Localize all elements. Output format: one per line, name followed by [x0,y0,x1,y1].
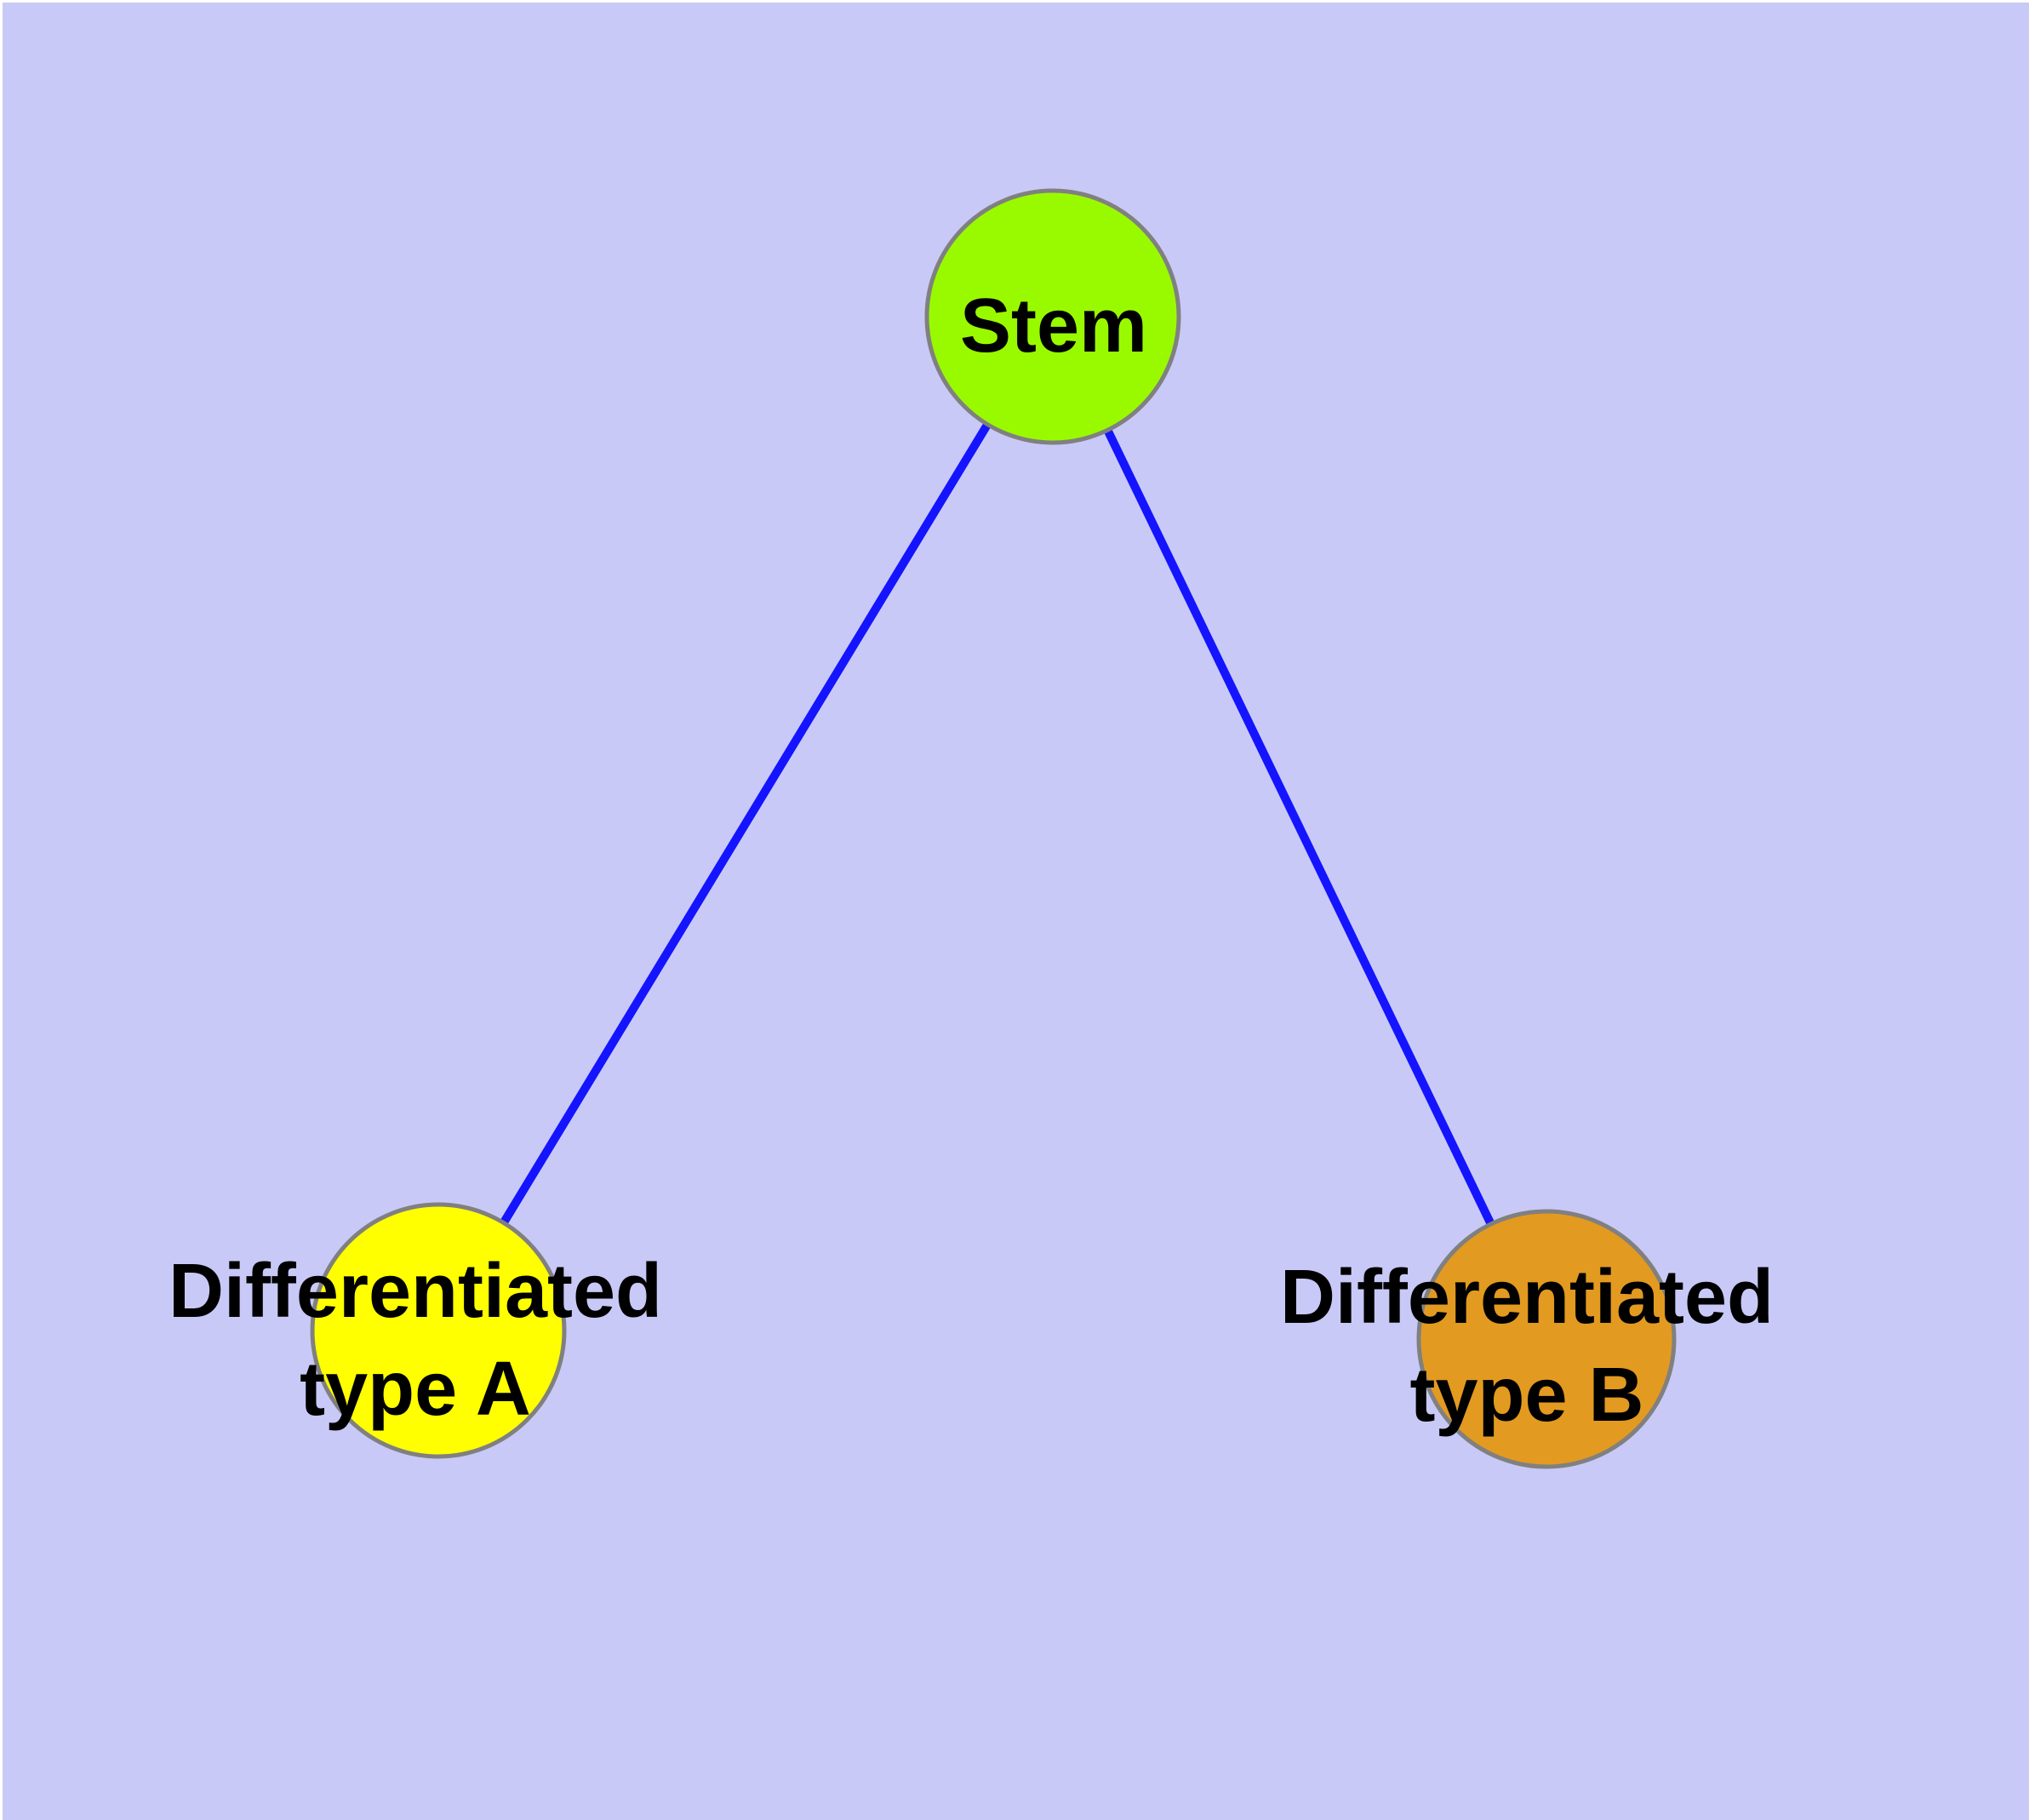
edge-stem-to-diff-a [434,314,1057,1333]
node-diff-b-label-line-1: Differentiated [1280,1255,1774,1340]
node-diff-a-label-line-1: Differentiated [169,1249,662,1334]
node-stem: Stem [924,188,1181,445]
node-diff-a: Differentiated type A [169,1202,662,1459]
node-stem-label-line-1: Stem [960,283,1147,369]
node-diff-b-circle [1416,1209,1677,1469]
node-diff-b: Differentiated type B [1280,1209,1774,1469]
node-diff-a-circle [310,1202,567,1459]
node-diff-a-label: Differentiated type A [169,1249,662,1432]
node-diff-a-label-line-2: type A [300,1347,531,1432]
edge-stem-to-diff-b [1049,314,1551,1342]
node-stem-label: Stem [960,283,1147,369]
node-diff-b-label: Differentiated type B [1280,1255,1774,1438]
edges-layer [434,314,1551,1342]
node-stem-circle [924,188,1181,445]
node-diff-b-label-line-2: type B [1409,1353,1643,1438]
